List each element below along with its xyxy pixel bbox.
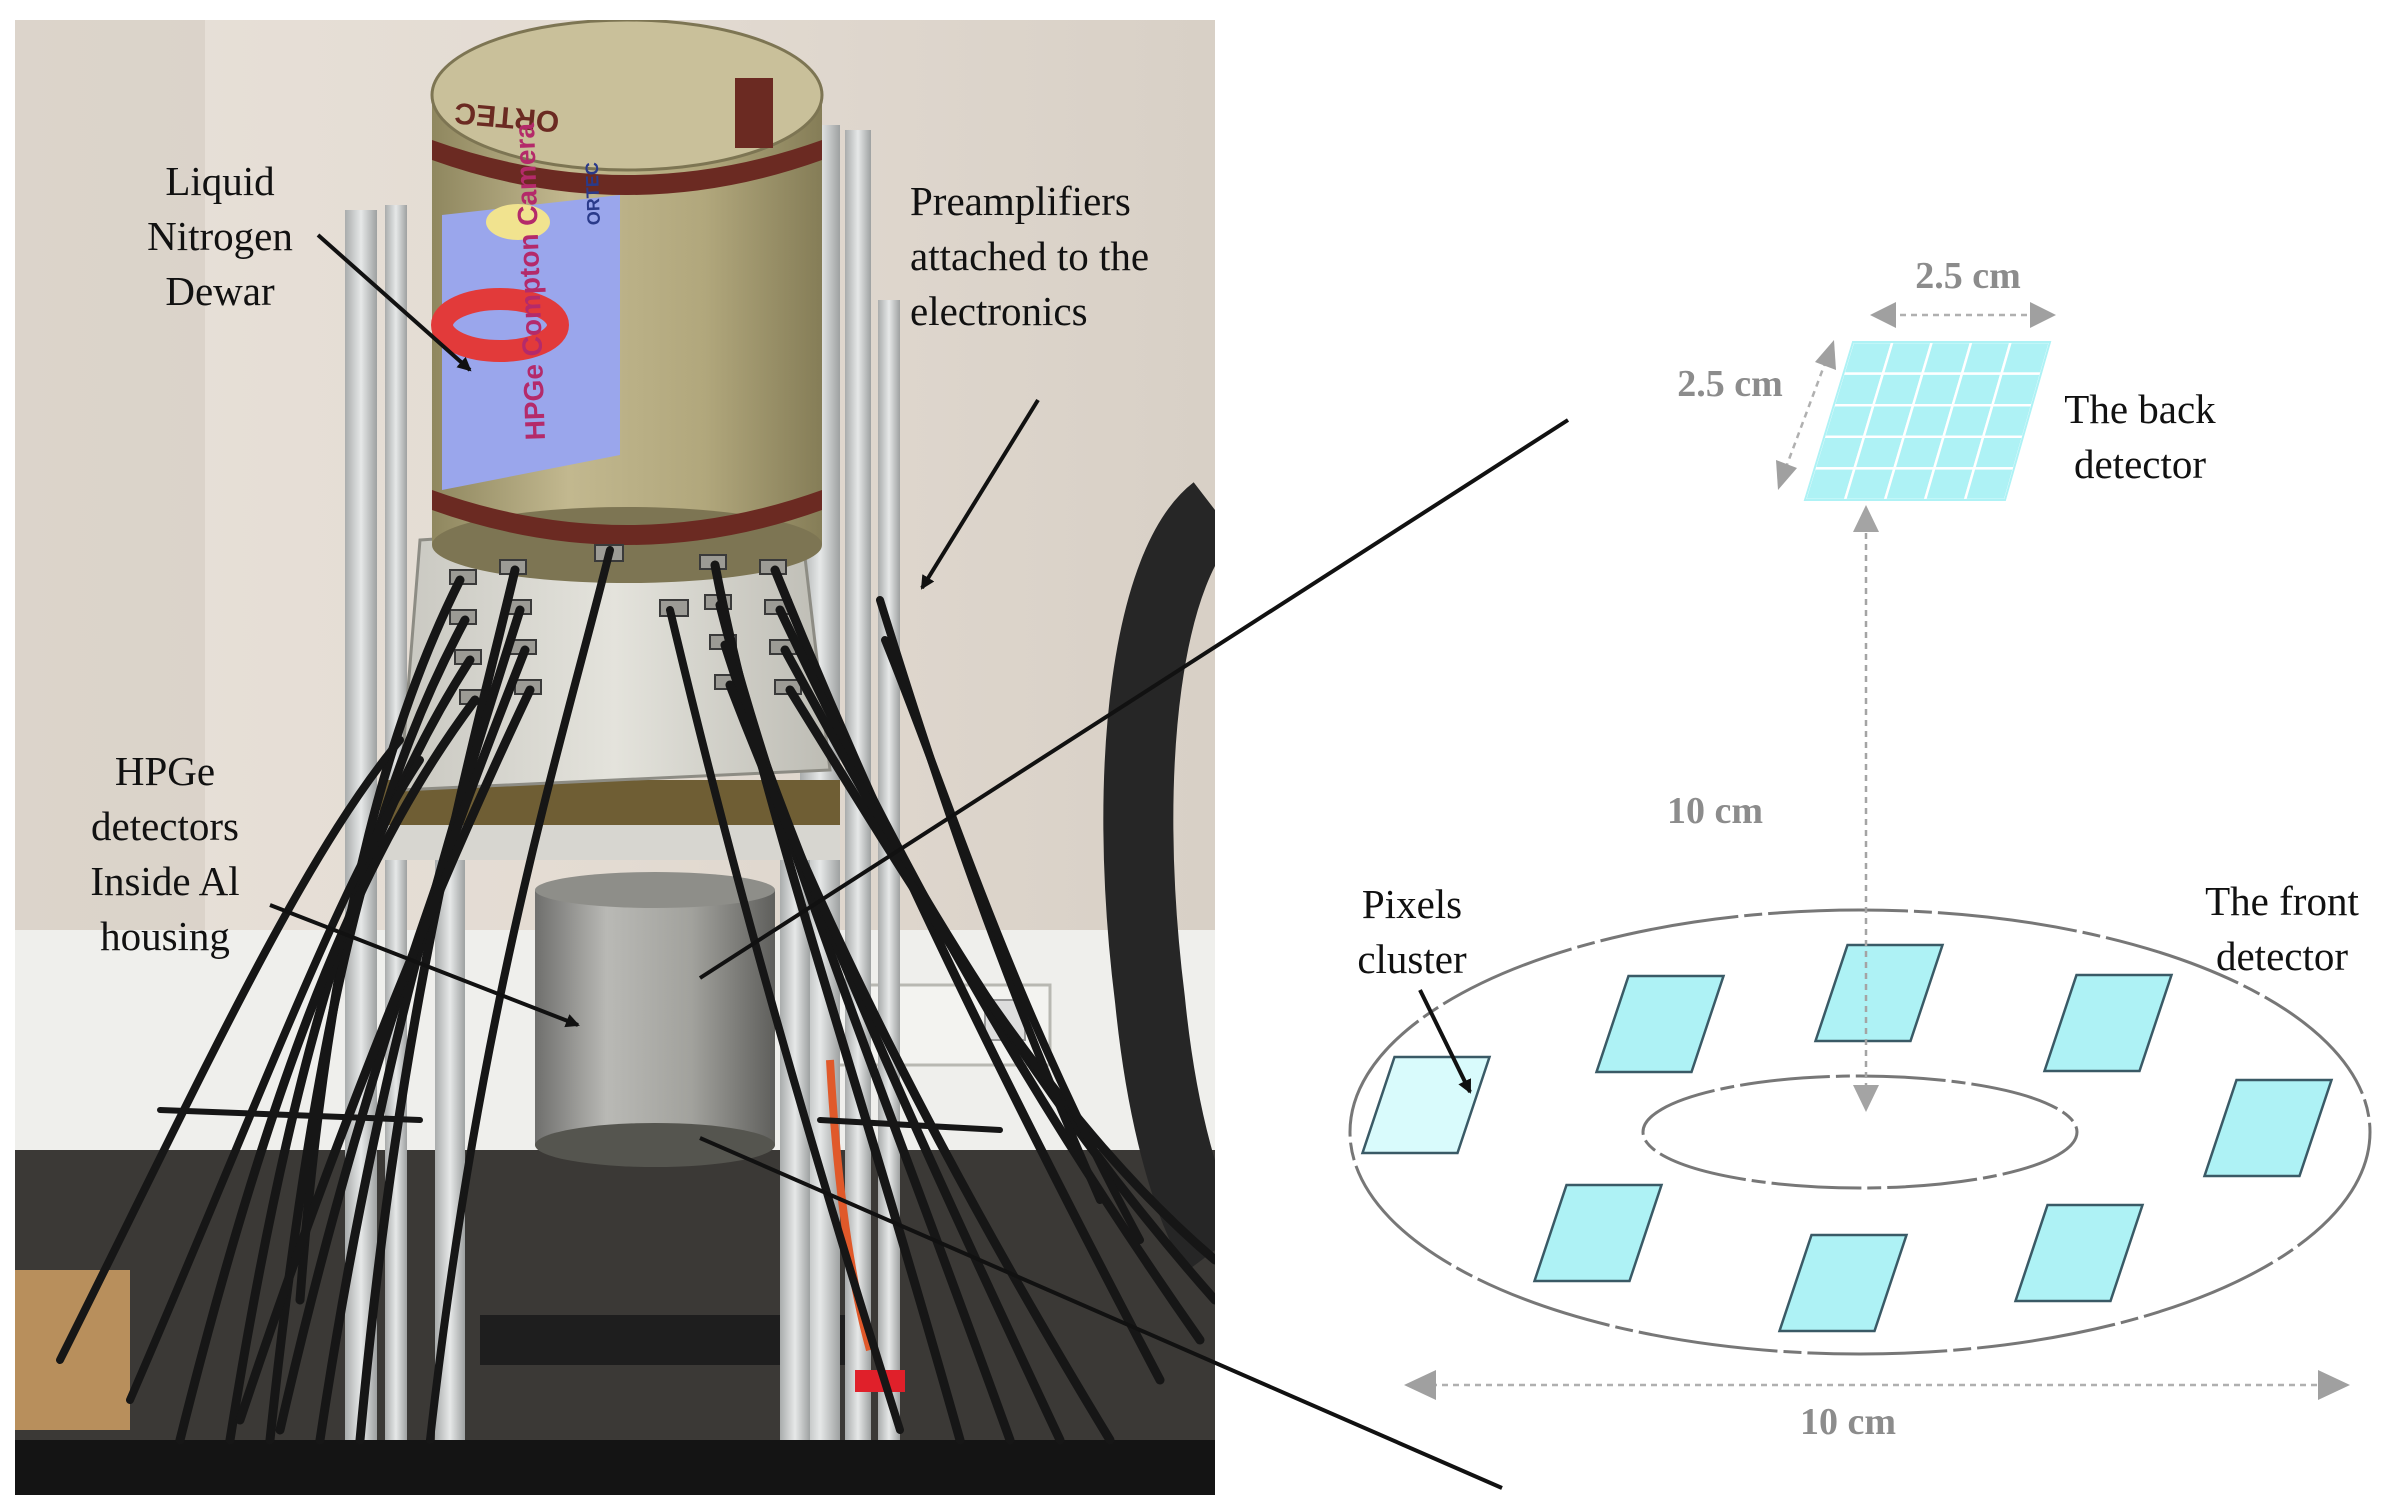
front-width-label: 10 cm <box>1800 1401 1896 1443</box>
preamp-label-line: electronics <box>910 288 1088 334</box>
pixels-cluster-label: Pixels cluster <box>1357 881 1467 982</box>
signal-cables <box>56 546 1215 1445</box>
dewar-label-line: Dewar <box>165 268 275 314</box>
front-pixel <box>1360 1055 1492 1155</box>
separation-arrow-bottom <box>1853 1085 1879 1112</box>
dewar-label-line: Liquid <box>165 158 274 204</box>
front-pixel-group <box>1360 943 2334 1333</box>
back-width-arrow-right <box>2030 302 2056 328</box>
front-pixel <box>1813 943 1945 1043</box>
al-housing <box>535 890 775 1145</box>
back-width-label: 2.5 cm <box>1915 255 2021 297</box>
back-depth-arrow-top <box>1815 340 1836 370</box>
front-width-arrow-right <box>2318 1370 2350 1400</box>
pixels-cluster-label-line: Pixels <box>1362 881 1462 927</box>
dewar-stripe <box>432 140 822 195</box>
back-depth-arrow-bottom <box>1776 460 1797 490</box>
al-housing-bottom <box>535 1123 775 1167</box>
front-pixel <box>2013 1203 2145 1303</box>
zoom-line-top <box>698 418 1570 980</box>
front-detector-label: The front detector <box>2205 878 2359 979</box>
hpge-label-line: detectors <box>91 803 239 849</box>
back-detector-label-line: detector <box>2074 441 2206 487</box>
detector-diagram: 2.5 cm 2.5 cm 10 cm 10 cm The back detec… <box>1348 255 2372 1443</box>
front-pixel <box>2202 1078 2334 1178</box>
front-pixel <box>1777 1233 1909 1333</box>
poster-yellow-disc <box>486 204 550 240</box>
separation-label: 10 cm <box>1667 790 1763 832</box>
back-detector-label-line: The back <box>2064 386 2216 432</box>
apparatus-photo: ORTEC HPGe Compton Camera ORTEC <box>15 20 1215 1495</box>
preamp-label: Preamplifiers attached to the electronic… <box>910 178 1149 334</box>
preamp-label-line: attached to the <box>910 233 1149 279</box>
front-pixel <box>2042 973 2174 1073</box>
back-depth-label: 2.5 cm <box>1677 363 1783 405</box>
front-detector-hole <box>1641 1074 2079 1190</box>
back-width-arrow-left <box>1870 302 1896 328</box>
dewar-label: Liquid Nitrogen Dewar <box>147 158 293 314</box>
hpge-arrow <box>269 903 580 1028</box>
front-pixel <box>1594 974 1726 1074</box>
separation-arrow-top <box>1853 505 1879 532</box>
back-detector <box>1803 340 2052 502</box>
pixels-cluster-label-line: cluster <box>1357 936 1467 982</box>
hpge-label-line: HPGe <box>115 748 215 794</box>
front-detector-label-line: The front <box>2205 878 2359 924</box>
hpge-label-line: Inside Al <box>90 858 239 904</box>
red-tag <box>855 1370 905 1392</box>
front-width-arrow-left <box>1404 1370 1436 1400</box>
poster-red-ring <box>431 288 569 362</box>
front-detector-label-line: detector <box>2216 933 2348 979</box>
preamp-arrow <box>920 398 1040 590</box>
dewar-stripe-vertical <box>735 78 773 148</box>
poster-brand: ORTEC <box>582 162 604 226</box>
al-housing-top <box>535 872 775 908</box>
pixels-cluster-arrow <box>1418 989 1472 1094</box>
bench-edge <box>15 1440 1215 1495</box>
front-pixel <box>1532 1183 1664 1283</box>
cardboard-box <box>15 1270 130 1430</box>
back-detector-outline <box>1803 341 2052 501</box>
back-depth-line <box>1780 349 1832 479</box>
hpge-label: HPGe detectors Inside Al housing <box>90 748 239 959</box>
front-detector-outline <box>1348 908 2372 1356</box>
back-detector-label: The back detector <box>2064 386 2216 487</box>
black-hose <box>1103 482 1215 1271</box>
zoom-line-bottom <box>699 1136 1503 1490</box>
dewar-stripe <box>432 490 822 545</box>
preamp-label-line: Preamplifiers <box>910 178 1131 224</box>
dewar-arrow <box>316 233 472 372</box>
dewar-label-line: Nitrogen <box>147 213 293 259</box>
dewar-lid <box>430 20 824 172</box>
hpge-label-line: housing <box>100 913 230 959</box>
frame-bar <box>878 300 900 1440</box>
